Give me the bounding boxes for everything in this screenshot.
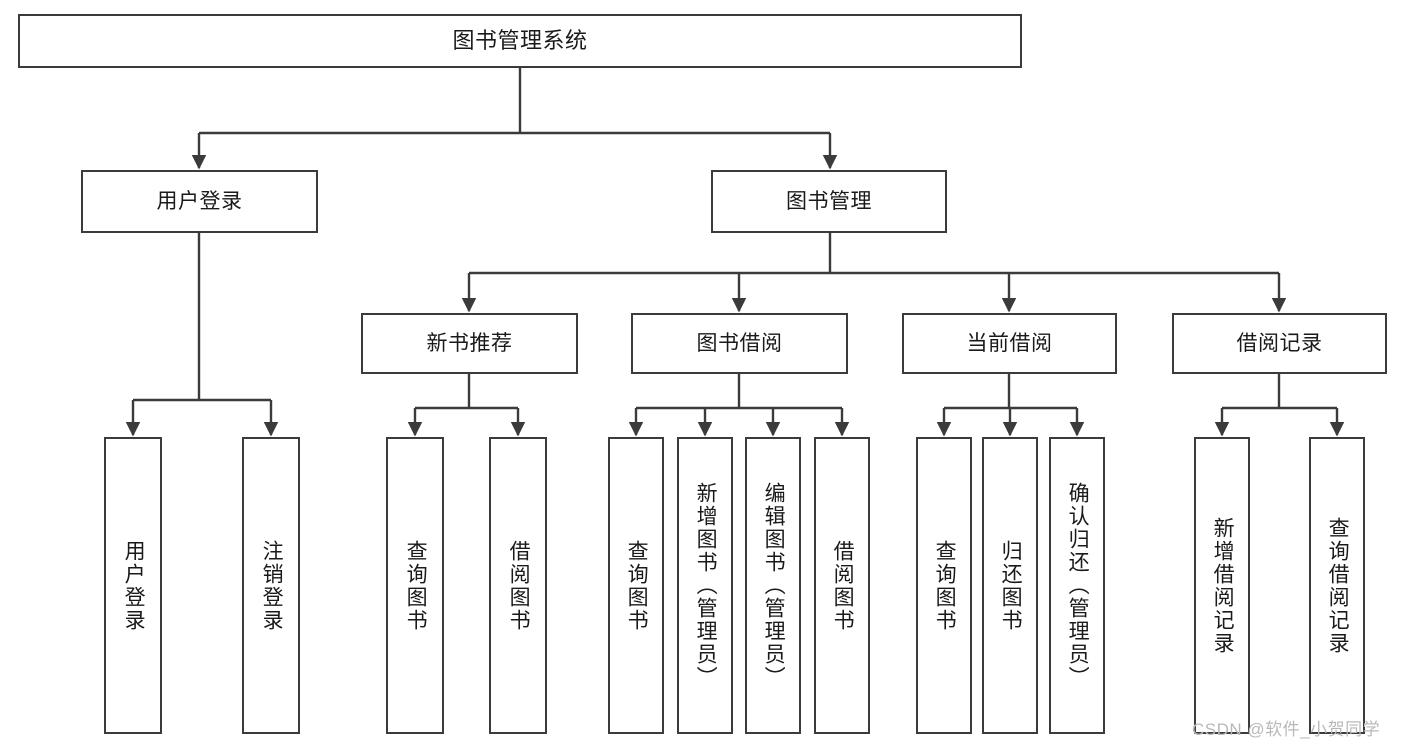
node-label: 借阅记录 bbox=[1236, 331, 1323, 355]
leaf-current-borrow-query-book[interactable]: 查询图书 bbox=[916, 437, 972, 734]
node-book-management[interactable]: 图书管理 bbox=[711, 170, 947, 233]
leaf-user-login[interactable]: 用户登录 bbox=[104, 437, 162, 734]
leaf-new-book-borrow-book[interactable]: 借阅图书 bbox=[489, 437, 547, 734]
node-label: 编辑图书（管理员） bbox=[762, 482, 786, 689]
node-label: 查询图书 bbox=[625, 539, 649, 632]
node-label: 查询图书 bbox=[404, 539, 428, 632]
node-borrow-record[interactable]: 借阅记录 bbox=[1172, 313, 1387, 374]
leaf-book-borrow-add-book[interactable]: 新增图书（管理员） bbox=[677, 437, 733, 734]
leaf-book-borrow-borrow-book[interactable]: 借阅图书 bbox=[814, 437, 870, 734]
node-label: 图书借阅 bbox=[696, 331, 783, 355]
node-label: 图书管理系统 bbox=[452, 27, 588, 53]
node-label: 借阅图书 bbox=[507, 539, 531, 632]
node-label: 新增借阅记录 bbox=[1211, 516, 1235, 655]
node-label: 查询图书 bbox=[933, 539, 957, 632]
leaf-book-borrow-query-book[interactable]: 查询图书 bbox=[608, 437, 664, 734]
node-label: 借阅图书 bbox=[831, 539, 855, 632]
node-label: 新书推荐 bbox=[426, 331, 513, 355]
node-label: 确认归还（管理员） bbox=[1066, 482, 1090, 689]
leaf-borrow-record-query-record[interactable]: 查询借阅记录 bbox=[1309, 437, 1365, 734]
node-label: 用户登录 bbox=[122, 539, 146, 632]
node-book-management-system[interactable]: 图书管理系统 bbox=[18, 14, 1022, 68]
leaf-logout[interactable]: 注销登录 bbox=[242, 437, 300, 734]
node-label: 用户登录 bbox=[156, 189, 243, 213]
node-user-login[interactable]: 用户登录 bbox=[81, 170, 318, 233]
leaf-new-book-query-book[interactable]: 查询图书 bbox=[386, 437, 444, 734]
node-label: 归还图书 bbox=[999, 539, 1023, 632]
node-new-book-recommend[interactable]: 新书推荐 bbox=[361, 313, 578, 374]
node-label: 当前借阅 bbox=[966, 331, 1053, 355]
node-book-borrow[interactable]: 图书借阅 bbox=[631, 313, 848, 374]
node-label: 注销登录 bbox=[260, 539, 284, 632]
leaf-borrow-record-add-record[interactable]: 新增借阅记录 bbox=[1194, 437, 1250, 734]
node-label: 图书管理 bbox=[786, 189, 872, 213]
node-label: 查询借阅记录 bbox=[1326, 516, 1350, 655]
leaf-book-borrow-edit-book[interactable]: 编辑图书（管理员） bbox=[745, 437, 801, 734]
node-label: 新增图书（管理员） bbox=[694, 482, 718, 689]
leaf-current-borrow-confirm-return[interactable]: 确认归还（管理员） bbox=[1049, 437, 1105, 734]
leaf-current-borrow-return-book[interactable]: 归还图书 bbox=[982, 437, 1038, 734]
node-current-borrow[interactable]: 当前借阅 bbox=[902, 313, 1117, 374]
